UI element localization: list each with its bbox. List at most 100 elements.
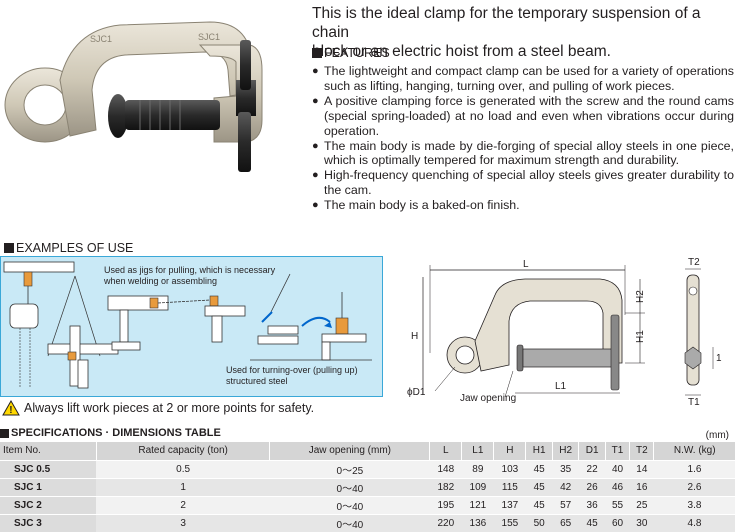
dim-label-H2: H2 — [635, 290, 646, 303]
table-row: SJC 1 1 0～40 182 109 115 45 42 26 46 16 … — [0, 478, 735, 497]
cell: 46 — [605, 478, 630, 497]
intro-line-1: This is the ideal clamp for the temporar… — [312, 5, 701, 41]
cell-item: SJC 0.5 — [0, 460, 97, 479]
col-rated-capacity: Rated capacity (ton) — [95, 442, 270, 461]
feature-item: A positive clamping force is generated w… — [312, 94, 734, 139]
cell: 42 — [552, 478, 579, 497]
jigs-note: Used as jigs for pulling, which is neces… — [104, 265, 275, 286]
dim-label-T1-side: 1 — [716, 353, 722, 364]
dim-label-D1: ϕD1 — [407, 387, 426, 398]
features-list: The lightweight and compact clamp can be… — [312, 64, 734, 213]
cell: 103 — [493, 460, 526, 479]
cell: 57 — [552, 496, 579, 515]
features-heading: FEATURES — [312, 46, 390, 60]
cell: 1.6 — [653, 460, 735, 479]
dim-label-H: H — [411, 331, 418, 342]
table-row: SJC 3 3 0～40 220 136 155 50 65 45 60 30 … — [0, 514, 735, 532]
dim-label-L1: L1 — [555, 381, 567, 392]
specs-unit: (mm) — [705, 430, 729, 441]
heading-square-icon — [312, 48, 322, 58]
cell: 45 — [525, 460, 553, 479]
svg-text:!: ! — [9, 405, 12, 416]
cell: 195 — [429, 496, 462, 515]
cell: 0～40 — [269, 514, 430, 532]
col-D1: D1 — [578, 442, 606, 461]
cell: 1 — [96, 478, 270, 497]
feature-item: The main body is a baked-on finish. — [312, 198, 734, 213]
feature-item: The lightweight and compact clamp can be… — [312, 64, 734, 94]
col-T1: T1 — [604, 442, 630, 461]
cell: 55 — [605, 496, 630, 515]
col-L1: L1 — [461, 442, 494, 461]
heading-square-icon — [4, 243, 14, 253]
specs-table: Item No. Rated capacity (ton) Jaw openin… — [0, 442, 735, 532]
body-marking-left: SJC1 — [90, 34, 112, 44]
examples-heading: EXAMPLES OF USE — [4, 241, 133, 255]
cell: 14 — [629, 460, 654, 479]
cell: 3.8 — [653, 496, 735, 515]
dim-label-T1: T1 — [688, 397, 700, 405]
col-H: H — [493, 442, 526, 461]
cell: 22 — [578, 460, 606, 479]
cell: 155 — [493, 514, 526, 532]
cell: 30 — [629, 514, 654, 532]
col-weight: N.W. (kg) — [653, 442, 735, 461]
cell: 0～25 — [269, 460, 430, 479]
cell: 89 — [461, 460, 494, 479]
feature-item: High-frequency quenching of special allo… — [312, 168, 734, 198]
cell: 148 — [429, 460, 462, 479]
cell: 65 — [552, 514, 579, 532]
dim-label-L: L — [523, 259, 529, 270]
jigs-note-line-2: when welding or assembling — [104, 275, 218, 286]
cell: 0.5 — [96, 460, 270, 479]
cell: 3 — [96, 514, 270, 532]
safety-warning: ! Always lift work pieces at 2 or more p… — [2, 400, 314, 416]
examples-panel: Used as jigs for pulling, which is neces… — [0, 256, 383, 397]
product-photo: SJC1 SJC1 — [4, 21, 263, 172]
turnover-note-line-1: Used for turning-over (pulling up) — [226, 365, 358, 375]
features-heading-label: FEATURES — [324, 46, 390, 60]
heading-square-icon — [0, 428, 9, 438]
dim-label-H1: H1 — [635, 330, 646, 343]
specs-heading: SPECIFICATIONS · DIMENSIONS TABLE — [0, 427, 221, 439]
col-item-no: Item No. — [0, 442, 97, 461]
turnover-note-line-2: structured steel — [226, 375, 288, 386]
intro-text: This is the ideal clamp for the temporar… — [312, 4, 732, 61]
cell: 35 — [552, 460, 579, 479]
feature-item: The main body is made by die-forging of … — [312, 139, 734, 169]
body-marking-right: SJC1 — [198, 32, 220, 42]
cell: 0～40 — [269, 496, 430, 515]
col-T2: T2 — [629, 442, 654, 461]
cell-item: SJC 3 — [0, 514, 97, 532]
cell: 16 — [629, 478, 654, 497]
cell-item: SJC 2 — [0, 496, 97, 515]
dim-label-jaw-opening: Jaw opening — [460, 393, 516, 404]
col-L: L — [429, 442, 462, 461]
cell: 36 — [578, 496, 606, 515]
specs-heading-label: SPECIFICATIONS · DIMENSIONS TABLE — [11, 427, 221, 439]
col-H2: H2 — [551, 442, 579, 461]
cell: 137 — [493, 496, 526, 515]
cell: 2.6 — [653, 478, 735, 497]
cell: 220 — [429, 514, 462, 532]
cell: 136 — [461, 514, 494, 532]
cell: 2 — [96, 496, 270, 515]
cell: 121 — [461, 496, 494, 515]
table-row: SJC 2 2 0～40 195 121 137 45 57 36 55 25 … — [0, 496, 735, 515]
cell: 50 — [525, 514, 553, 532]
examples-illustration — [0, 256, 383, 397]
cell: 182 — [429, 478, 462, 497]
jigs-note-line-1: Used as jigs for pulling, which is neces… — [104, 265, 276, 275]
intro-line-2: block or an electric hoist from a steel … — [312, 43, 611, 60]
warning-text: Always lift work pieces at 2 or more poi… — [24, 401, 315, 415]
warning-icon: ! — [2, 400, 20, 416]
cell: 25 — [629, 496, 654, 515]
table-header-row: Item No. Rated capacity (ton) Jaw openin… — [0, 442, 735, 461]
cell: 60 — [605, 514, 630, 532]
cell: 109 — [461, 478, 494, 497]
dimension-drawing: L H H2 H1 L1 ϕD1 Jaw opening T2 T1 1 — [407, 257, 722, 405]
examples-heading-label: EXAMPLES OF USE — [16, 241, 134, 255]
col-H1: H1 — [525, 442, 553, 461]
cell: 45 — [525, 496, 553, 515]
cell: 0～40 — [269, 478, 430, 497]
